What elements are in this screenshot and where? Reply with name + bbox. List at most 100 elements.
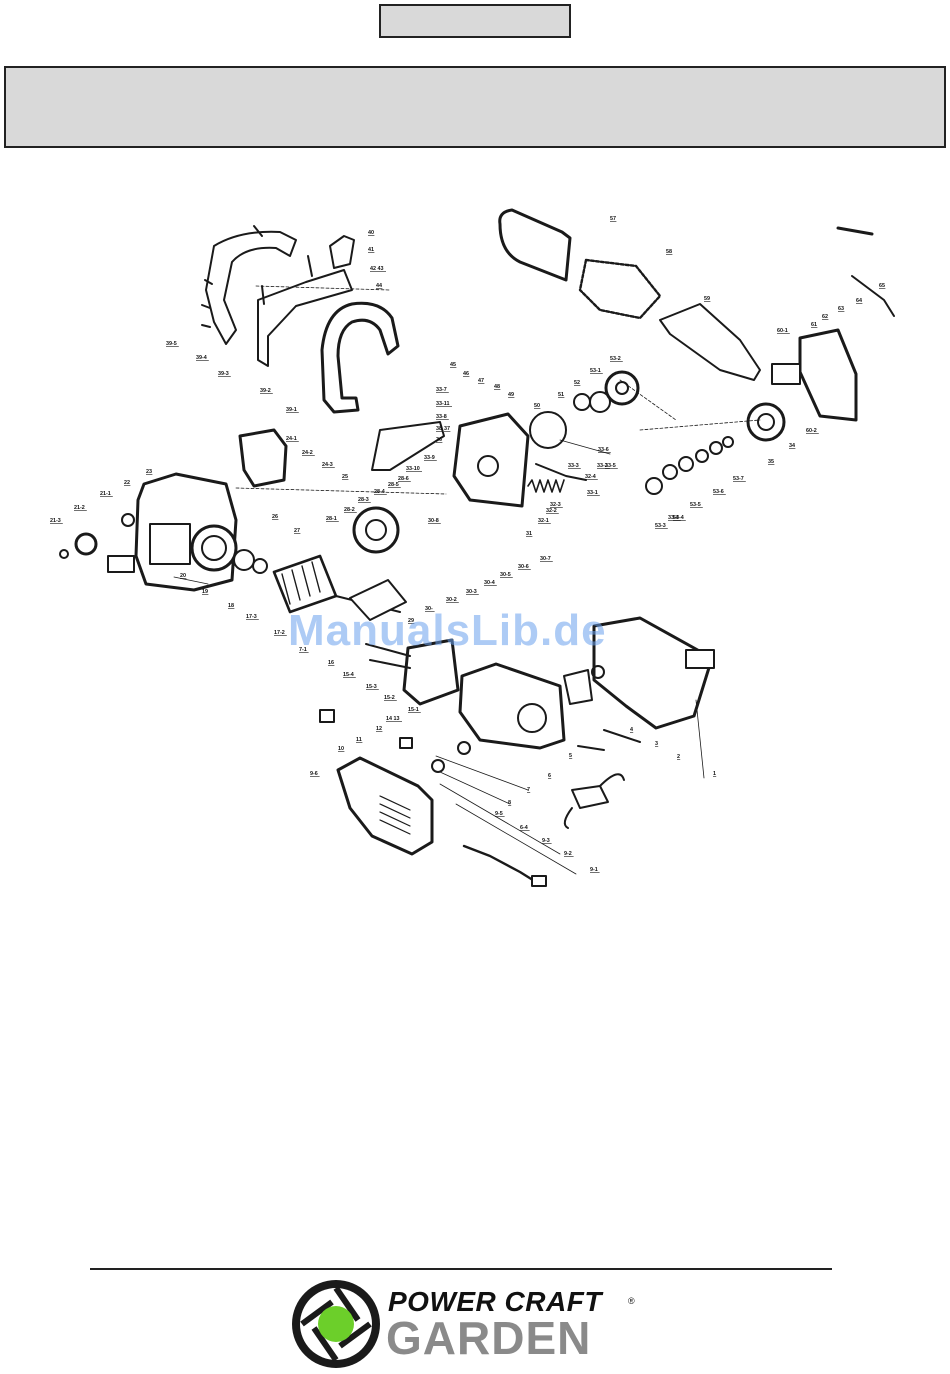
part-label: 33-11: [436, 401, 450, 407]
part-label: 30-6: [518, 564, 529, 570]
part-label: 6-4: [520, 825, 528, 831]
part-label: 33-7: [436, 387, 447, 393]
part-label: 6: [548, 773, 551, 779]
part-label: 28-1: [326, 516, 337, 522]
part-label: 25: [342, 474, 348, 480]
part-label: 64: [856, 298, 862, 304]
main-housing: [458, 616, 715, 750]
part-label: 58: [666, 249, 672, 255]
guide-bar-and-chain: [498, 208, 895, 381]
part-label: 24-2: [302, 450, 313, 456]
part-label: 44: [376, 283, 382, 289]
part-label: 30-5: [500, 572, 511, 578]
part-label: 33-1: [587, 490, 598, 496]
part-label: 32-1: [538, 518, 549, 524]
part-label: 15-3: [366, 684, 377, 690]
part-label: 20: [180, 573, 186, 579]
part-label: 15-4: [343, 672, 354, 678]
motor-housing: [59, 428, 288, 592]
part-label: 32-2: [546, 508, 557, 514]
part-label: 2: [677, 754, 680, 760]
part-label: 53-5: [690, 502, 701, 508]
part-label: 61: [811, 322, 817, 328]
part-label: 39-4: [196, 355, 207, 361]
part-label: 28-3: [358, 497, 369, 503]
part-label: 24-1: [286, 436, 297, 442]
part-label: 40: [368, 230, 374, 236]
part-label: 11: [356, 737, 362, 743]
part-label: 28-4: [374, 489, 385, 495]
part-label: 49: [508, 392, 514, 398]
part-label: 21-3: [50, 518, 61, 524]
part-label: 47: [478, 378, 484, 384]
stator: [365, 638, 460, 706]
part-label: 32-4: [585, 474, 596, 480]
part-label: 16: [328, 660, 334, 666]
part-label: 59: [704, 296, 710, 302]
part-label: 30-: [425, 606, 433, 612]
part-label: 35: [768, 459, 774, 465]
part-label: 9-5: [495, 811, 503, 817]
part-label: 53-3: [655, 523, 666, 529]
rear-handle-frame: [201, 225, 353, 367]
part-label: 33-5: [605, 463, 616, 469]
part-label: 57: [610, 216, 616, 222]
part-label: 30-2: [446, 597, 457, 603]
part-label: 3: [655, 741, 658, 747]
part-label: 33-3: [568, 463, 579, 469]
footer-rule: [90, 1268, 832, 1270]
part-label: 51: [558, 392, 564, 398]
brand-name-top: POWER CRAFT: [388, 1286, 602, 1317]
part-label: 63: [838, 306, 844, 312]
part-label: 22: [124, 480, 130, 486]
part-label: 48: [494, 384, 500, 390]
part-label: 15-1: [408, 707, 419, 713]
part-label: 33-9: [424, 455, 435, 461]
part-label: 21-1: [100, 491, 111, 497]
switch-and-cable: [462, 729, 641, 887]
part-label: 7-1: [299, 647, 307, 653]
part-label: 30-3: [466, 589, 477, 595]
part-label: 7: [527, 787, 530, 793]
part-label: 4: [630, 727, 633, 733]
part-label: 30-7: [540, 556, 551, 562]
part-label: 29: [408, 618, 414, 624]
part-label: 19: [202, 589, 208, 595]
part-label: 33-4: [668, 515, 679, 521]
part-label: 8: [508, 800, 511, 806]
aperture-logo-icon: [292, 1280, 380, 1368]
part-label: 23: [146, 469, 152, 475]
part-label: 5: [569, 753, 572, 759]
sprocket-cover: [746, 328, 858, 442]
part-label: 34: [789, 443, 795, 449]
part-label: 38: [436, 426, 442, 432]
part-label: 1: [713, 771, 716, 777]
part-label: 36: [436, 437, 442, 443]
part-label: 45: [450, 362, 456, 368]
part-label: 39-5: [166, 341, 177, 347]
washer-set: [645, 436, 734, 495]
part-label: 65: [879, 283, 885, 289]
part-label: 12: [376, 726, 382, 732]
part-label: 46: [463, 371, 469, 377]
part-label: 62: [822, 314, 828, 320]
part-label: 18: [228, 603, 234, 609]
part-label: 31: [526, 531, 532, 537]
part-label: 39-2: [260, 388, 271, 394]
part-label: 53-4: [673, 515, 684, 521]
part-label: 9-3: [542, 838, 550, 844]
part-label: 33-10: [406, 466, 420, 472]
part-label: 17-2: [274, 630, 285, 636]
part-label: 42 43: [370, 266, 384, 272]
part-label: 24-3: [322, 462, 333, 468]
part-label: 39-1: [286, 407, 297, 413]
armature: [233, 549, 407, 621]
header-box: [379, 4, 571, 38]
part-label: 41: [368, 247, 374, 253]
part-label: 9-2: [564, 851, 572, 857]
title-banner: [4, 66, 946, 148]
part-label: 26: [272, 514, 278, 520]
part-label: 30-8: [428, 518, 439, 524]
part-label: 15-2: [384, 695, 395, 701]
